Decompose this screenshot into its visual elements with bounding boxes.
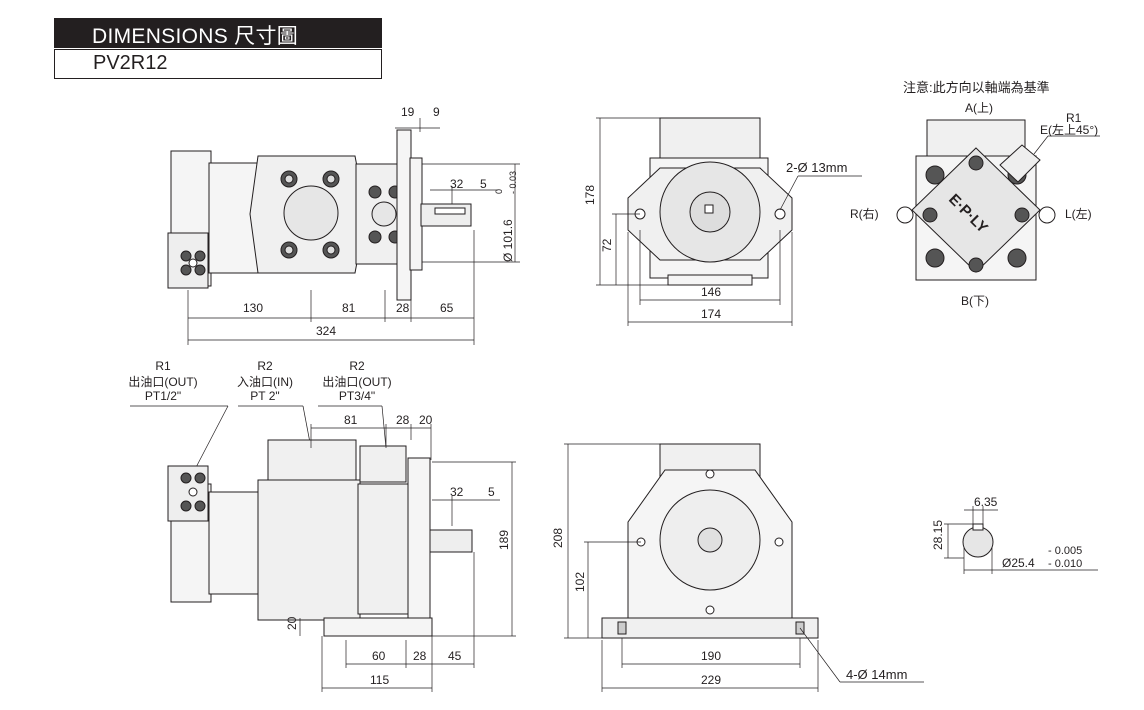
dim-178: 178 bbox=[583, 185, 597, 205]
model-number: PV2R12 bbox=[93, 52, 168, 74]
top-right-leaders bbox=[1033, 135, 1100, 155]
dim-5: 5 bbox=[480, 177, 487, 191]
dim-65: 65 bbox=[440, 301, 454, 315]
dim-324: 324 bbox=[316, 324, 336, 338]
dim-45: 45 bbox=[448, 649, 462, 663]
model-bar: PV2R12 bbox=[54, 49, 382, 79]
dim-130: 130 bbox=[243, 301, 263, 315]
r1-label: R1 bbox=[1066, 111, 1082, 125]
port-in-name: 入油口(IN) bbox=[237, 375, 293, 389]
dim-32: 32 bbox=[450, 177, 464, 191]
top-front-dimensions bbox=[187, 118, 520, 345]
dim-9: 9 bbox=[433, 105, 440, 119]
port-out2-thread: PT3/4" bbox=[339, 389, 375, 403]
port-out1-name: 出油口(OUT) bbox=[128, 375, 197, 389]
port-labels: R1 出油口(OUT) PT1/2" R2 入油口(IN) PT 2" R2 出… bbox=[128, 359, 391, 403]
dim-28-base: 28 bbox=[413, 649, 427, 663]
bottom-front-dimensions bbox=[299, 424, 516, 692]
port-r-label: R(右) bbox=[850, 206, 879, 221]
dim-5-b: 5 bbox=[488, 485, 495, 499]
dim-19: 19 bbox=[401, 105, 415, 119]
bottom-front-view bbox=[167, 439, 473, 637]
key-height: 28.15 bbox=[931, 520, 945, 550]
dim-190: 190 bbox=[701, 649, 721, 663]
page-title: DIMENSIONS 尺寸圖 bbox=[92, 25, 299, 48]
dim-189: 189 bbox=[497, 530, 511, 550]
dim-28-b: 28 bbox=[396, 413, 410, 427]
dim-229: 229 bbox=[701, 673, 721, 687]
dim-146: 146 bbox=[701, 285, 721, 299]
key-detail-dimensions bbox=[944, 506, 1098, 574]
dim-81: 81 bbox=[342, 301, 356, 315]
bottom-side-view bbox=[601, 443, 819, 639]
key-detail bbox=[962, 523, 994, 558]
port-b-label: B(下) bbox=[961, 294, 989, 308]
top-front-labels: 19 9 32 5 0 - 0.03 Ø 101.6 130 81 28 65 … bbox=[243, 105, 518, 338]
port-in-size: R2 bbox=[257, 359, 273, 373]
dim-32-b: 32 bbox=[450, 485, 464, 499]
dim-20-b: 20 bbox=[419, 413, 433, 427]
dim-20-base: 20 bbox=[285, 616, 299, 630]
shaft-tol-upper: - 0.005 bbox=[1048, 545, 1082, 557]
hole-note-bottom: 4-Ø 14mm bbox=[846, 667, 907, 682]
dim-81-b: 81 bbox=[344, 413, 358, 427]
top-side-labels: 178 72 146 174 2-Ø 13mm bbox=[583, 160, 847, 321]
dim-60: 60 bbox=[372, 649, 386, 663]
key-detail-labels: 6.35 28.15 Ø25.4 - 0.005 - 0.010 bbox=[931, 495, 1082, 570]
shaft-tol-lower: - 0.010 bbox=[1048, 558, 1082, 570]
port-out1-thread: PT1/2" bbox=[145, 389, 181, 403]
dim-115: 115 bbox=[370, 673, 389, 687]
port-out2-size: R2 bbox=[349, 359, 365, 373]
top-side-view bbox=[627, 117, 793, 286]
title-bar: DIMENSIONS 尺寸圖 bbox=[54, 18, 382, 48]
tol-lower: - 0.03 bbox=[508, 171, 518, 194]
port-e-label: E(左上45°) bbox=[1040, 122, 1098, 137]
key-width: 6.35 bbox=[974, 495, 998, 509]
port-in-thread: PT 2" bbox=[250, 389, 279, 403]
orientation-note: 注意:此方向以軸端為基準 bbox=[903, 80, 1050, 95]
bottom-side-labels: 208 102 190 229 4-Ø 14mm bbox=[551, 528, 907, 687]
port-a-label: A(上) bbox=[965, 101, 993, 115]
tol-upper: 0 bbox=[494, 189, 504, 194]
dim-102: 102 bbox=[573, 572, 587, 592]
port-out1-size: R1 bbox=[155, 359, 171, 373]
dim-174: 174 bbox=[701, 307, 721, 321]
top-right-view bbox=[896, 119, 1056, 281]
hole-note-top: 2-Ø 13mm bbox=[786, 160, 847, 175]
top-side-dimensions bbox=[596, 117, 862, 326]
dim-28: 28 bbox=[396, 301, 410, 315]
bottom-front-labels: 81 28 20 32 5 189 20 60 28 45 115 bbox=[285, 413, 511, 687]
dim-208: 208 bbox=[551, 528, 565, 548]
bottom-side-dimensions bbox=[564, 443, 924, 692]
port-out2-name: 出油口(OUT) bbox=[322, 375, 391, 389]
top-front-view bbox=[167, 129, 472, 301]
port-l-label: L(左) bbox=[1065, 206, 1092, 221]
dim-shaft-dia: Ø 101.6 bbox=[501, 219, 515, 262]
shaft-diameter: Ø25.4 bbox=[1002, 556, 1035, 570]
dim-72: 72 bbox=[600, 238, 614, 252]
